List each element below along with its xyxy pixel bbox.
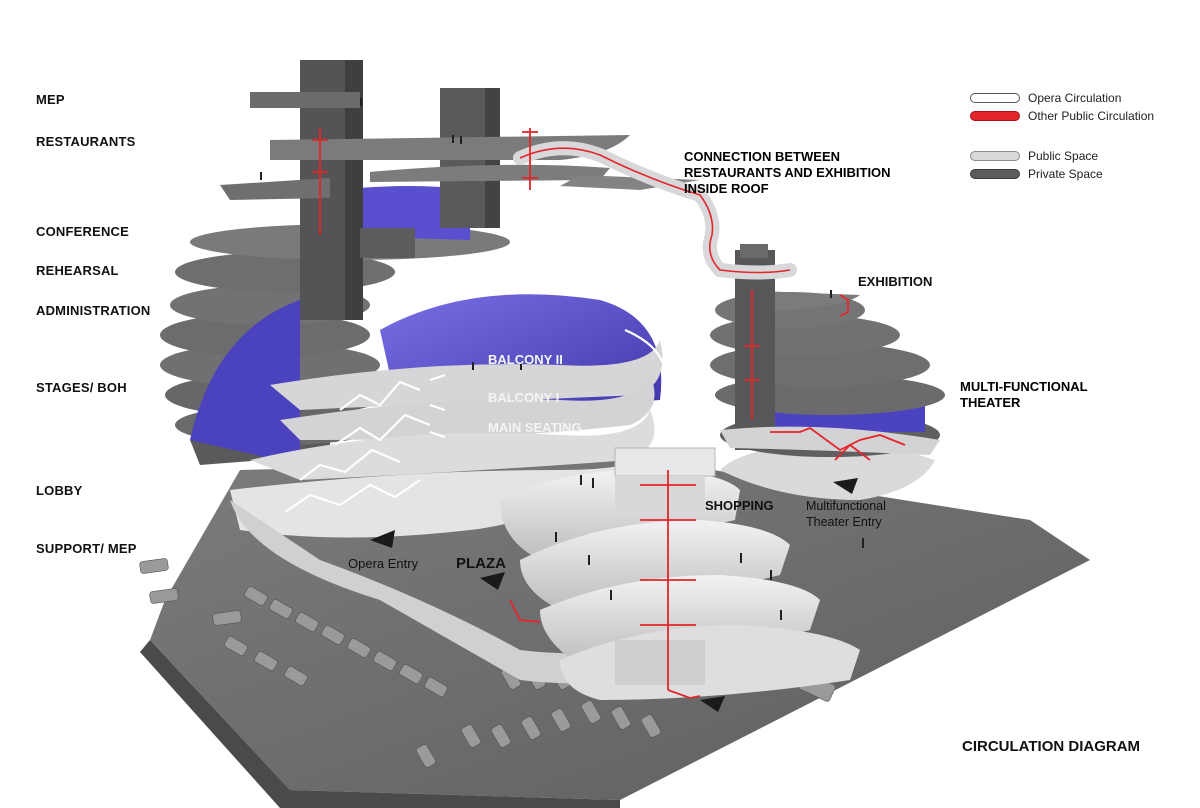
legend-swatch — [970, 111, 1020, 121]
legend-label: Other Public Circulation — [1028, 109, 1155, 123]
legend-label: Public Space — [1028, 149, 1099, 163]
legend-swatch — [970, 151, 1020, 161]
callout-main-seating: MAIN SEATING — [488, 420, 582, 435]
callout-shopping: SHOPPING — [705, 498, 774, 513]
level-label-stages-boh: STAGES/ BOH — [36, 380, 127, 395]
legend-swatch — [970, 93, 1020, 103]
level-label-conference: CONFERENCE — [36, 224, 130, 239]
opera-public-bands — [230, 340, 663, 538]
legend-label: Private Space — [1028, 167, 1103, 181]
callout-exhibition: EXHIBITION — [858, 274, 933, 289]
legend-item-opera-circulation: Opera Circulation — [970, 90, 1121, 106]
callout-opera-entry: Opera Entry — [348, 556, 419, 571]
legend-swatch — [970, 169, 1020, 179]
people-figures — [260, 98, 864, 620]
level-label-lobby: LOBBY — [36, 483, 83, 498]
opera-tower — [220, 60, 700, 320]
level-label-rehearsal: REHEARSAL — [36, 263, 119, 278]
level-label-support-mep: SUPPORT/ MEP — [36, 541, 137, 556]
callout-balcony-ii: BALCONY II — [488, 352, 563, 367]
entry-arrows — [370, 478, 858, 712]
callout-theater-entry: Multifunctional Theater Entry — [806, 499, 886, 529]
roof-connection-walkway — [513, 141, 797, 280]
legend-item-public-space: Public Space — [970, 148, 1098, 164]
callout-plaza: PLAZA — [456, 555, 506, 572]
level-label-administration: ADMINISTRATION — [36, 303, 151, 318]
public-circulation-red — [312, 128, 906, 699]
opera-circulation-white — [284, 328, 667, 513]
callout-roof-connection: CONNECTION BETWEEN RESTAURANTS AND EXHIB… — [684, 149, 891, 196]
callout-balcony-i: BALCONY I — [488, 390, 560, 405]
legend-item-other-public-circulation: Other Public Circulation — [970, 108, 1154, 124]
legend-label: Opera Circulation — [1028, 91, 1122, 105]
level-label-restaurants: RESTAURANTS — [36, 134, 136, 149]
podium-public-levels — [230, 447, 860, 700]
diagram-title: CIRCULATION DIAGRAM — [962, 738, 1141, 755]
callout-multi-functional-theater: MULTI-FUNCTIONAL THEATER — [960, 379, 1088, 410]
level-label-mep: MEP — [36, 92, 65, 107]
legend-item-private-space: Private Space — [970, 166, 1103, 182]
